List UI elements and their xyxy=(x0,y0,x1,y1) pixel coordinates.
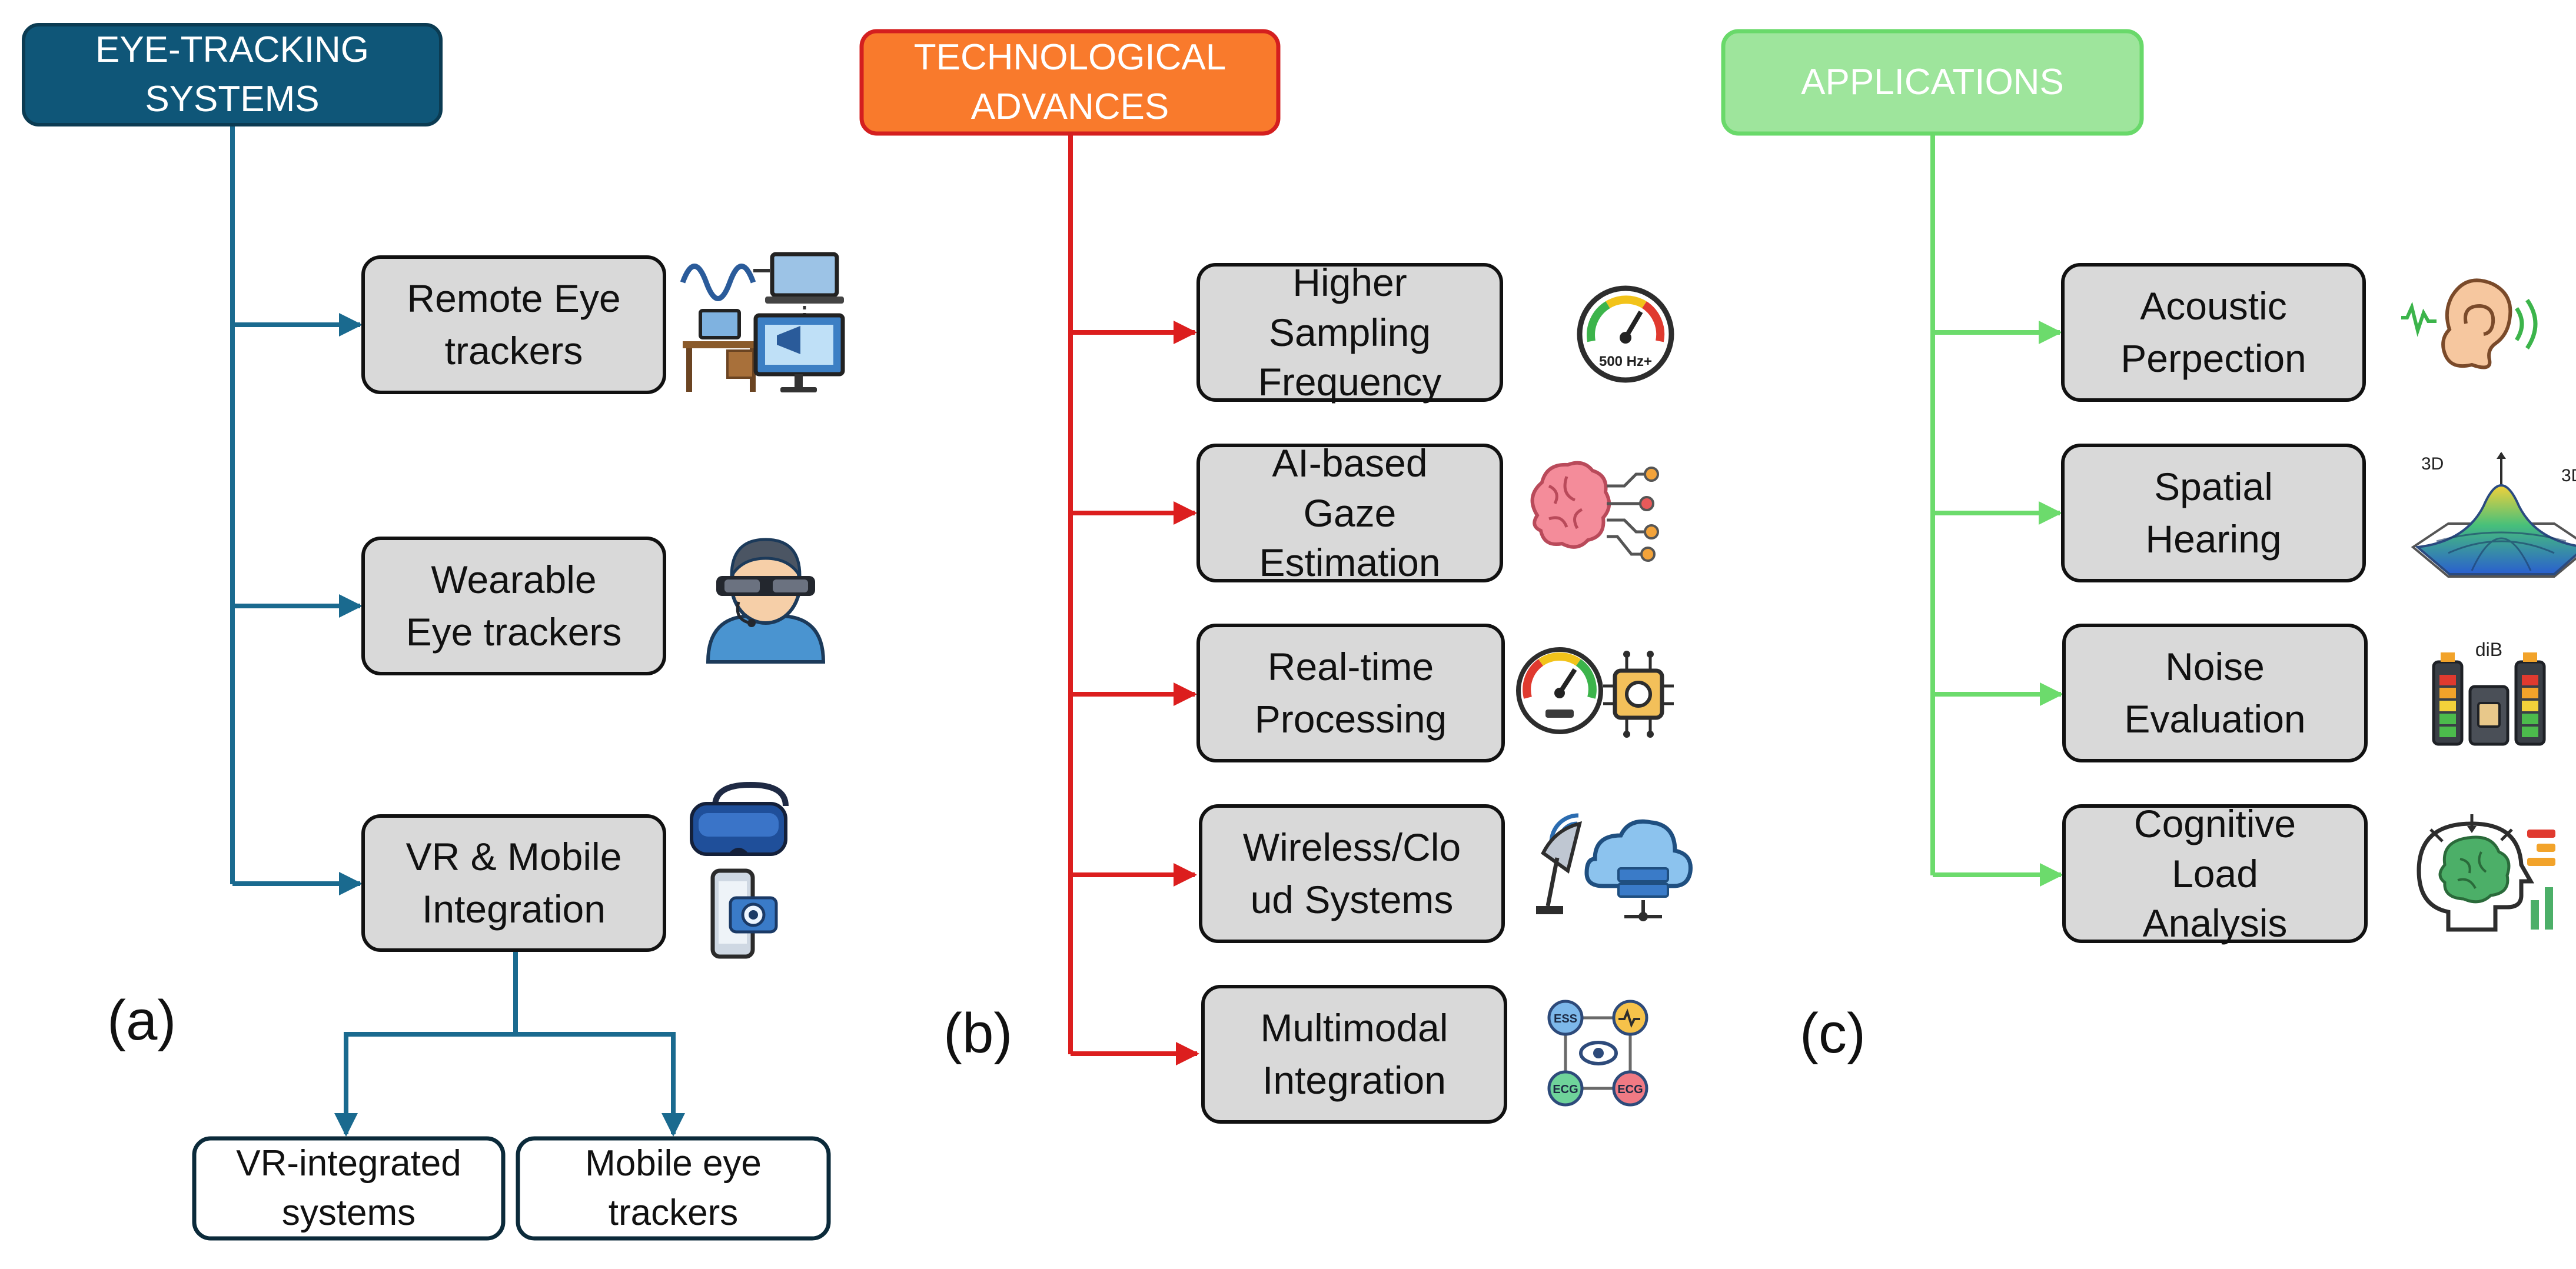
node-line: Acoustic xyxy=(2140,284,2287,328)
remote-eye-tracker-icon xyxy=(680,252,845,392)
vr-mobile-integration-label: VR & Mobile Integration xyxy=(363,816,664,950)
cognitive-load-label: Cognitive Load Analysis xyxy=(2064,802,2366,945)
wearable-eye-trackers-label: Wearable Eye trackers xyxy=(363,538,664,674)
node-line: Noise xyxy=(2165,644,2265,688)
header-tech-title: TECHNOLOGICAL ADVANCES xyxy=(862,31,1278,134)
node-line: trackers xyxy=(608,1193,739,1233)
acoustic-perception-box xyxy=(2061,263,2366,402)
node-line: Multimodal xyxy=(1260,1005,1448,1050)
vr-integrated-systems-label: VR-integrated systems xyxy=(194,1138,503,1238)
mobile-eye-trackers-box xyxy=(516,1136,831,1241)
satellite-cloud-icon xyxy=(1536,813,1693,921)
node-line: Wireless/Clo xyxy=(1242,825,1461,869)
node-line: Analysis xyxy=(2142,901,2288,945)
wearable-eye-tracker-icon xyxy=(706,538,826,664)
decibel-meter-icon: diB xyxy=(2432,639,2546,746)
wearable-eye-trackers-box xyxy=(361,537,666,675)
multimodal-label: Multimodal Integration xyxy=(1203,987,1505,1122)
header-apps-box xyxy=(1721,29,2144,136)
node-line: Frequency xyxy=(1258,360,1442,404)
wireless-cloud-box xyxy=(1199,804,1505,943)
header-apps-title: APPLICATIONS xyxy=(1723,31,2142,134)
noise-evaluation-label: Noise Evaluation xyxy=(2064,625,2366,761)
realtime-processing-box xyxy=(1196,624,1505,762)
header-line: SYSTEMS xyxy=(145,79,320,119)
wireless-cloud-label: Wireless/Clo ud Systems xyxy=(1201,806,1503,941)
ear-icon xyxy=(2401,278,2538,369)
multimodal-ecg-label-right: ECG xyxy=(1617,1083,1643,1096)
3d-surface-icon: 3D 3D xyxy=(2411,452,2576,578)
node-line: Gaze xyxy=(1303,491,1397,535)
vr-mobile-integration-box xyxy=(361,814,666,952)
node-line: Cognitive xyxy=(2133,802,2296,846)
panel-label-b: (b) xyxy=(943,1002,1013,1065)
apps-connectors xyxy=(1930,134,2063,887)
node-line: Higher xyxy=(1292,261,1407,305)
vr-integrated-systems-box xyxy=(192,1136,506,1241)
node-line: AI-based xyxy=(1272,441,1428,485)
node-line: Sampling xyxy=(1268,310,1431,354)
node-line: Wearable xyxy=(431,557,597,601)
3d-label-left: 3D xyxy=(2421,454,2444,474)
node-line: VR-integrated xyxy=(236,1143,461,1184)
multimodal-icon: ESS ECG ECG xyxy=(1547,1000,1648,1107)
header-line: APPLICATIONS xyxy=(1801,62,2064,103)
ai-brain-icon xyxy=(1530,461,1659,562)
node-line: trackers xyxy=(444,329,583,372)
spatial-hearing-label: Spatial Hearing xyxy=(2063,445,2364,581)
header-line: ADVANCES xyxy=(970,86,1169,127)
ai-gaze-label: AI-based Gaze Estimation xyxy=(1198,441,1501,584)
node-line: Evaluation xyxy=(2124,697,2306,741)
eye-tracking-connectors xyxy=(230,125,685,1137)
cognitive-load-box xyxy=(2062,804,2368,943)
header-line: EYE-TRACKING xyxy=(95,29,370,71)
node-line: Integration xyxy=(1262,1058,1446,1102)
multimodal-box xyxy=(1201,985,1507,1124)
spatial-hearing-box xyxy=(2061,444,2366,582)
node-line: Load xyxy=(2172,851,2258,895)
header-tech-box xyxy=(859,29,1281,136)
noise-evaluation-box xyxy=(2062,624,2368,762)
3d-label-right: 3D xyxy=(2561,466,2576,485)
multimodal-ess-label: ESS xyxy=(1554,1012,1577,1025)
higher-sampling-box xyxy=(1196,263,1503,402)
header-eye-tracking-box xyxy=(22,23,443,126)
node-line: ud Systems xyxy=(1250,878,1454,921)
acoustic-perception-label: Acoustic Perpection xyxy=(2063,265,2364,400)
cognitive-head-icon xyxy=(2417,814,2555,932)
panel-label-a: (a) xyxy=(107,989,177,1052)
header-eye-tracking-title: EYE-TRACKING SYSTEMS xyxy=(24,25,441,125)
node-line: Real-time xyxy=(1267,644,1434,688)
gauge-chip-icon xyxy=(1516,647,1674,738)
ai-gaze-box xyxy=(1196,444,1503,582)
node-line: Spatial xyxy=(2154,464,2273,508)
node-line: Remote Eye xyxy=(407,276,621,320)
speedometer-icon: 500 Hz+ xyxy=(1577,285,1674,383)
node-line: Estimation xyxy=(1259,541,1441,585)
realtime-processing-label: Real-time Processing xyxy=(1198,625,1503,761)
node-line: Perpection xyxy=(2120,337,2306,380)
node-line: Eye trackers xyxy=(405,610,622,654)
tech-connectors xyxy=(1068,134,1199,1065)
node-line: systems xyxy=(281,1193,416,1233)
panel-label-c: (c) xyxy=(1800,1002,1866,1065)
remote-eye-trackers-box xyxy=(361,255,666,394)
decibel-label: diB xyxy=(2475,639,2502,660)
remote-eye-trackers-label: Remote Eye trackers xyxy=(363,257,664,392)
multimodal-ecg-label-left: ECG xyxy=(1553,1083,1578,1096)
mobile-eye-trackers-label: Mobile eye trackers xyxy=(518,1138,829,1238)
higher-sampling-label: Higher Sampling Frequency xyxy=(1198,261,1501,404)
node-line: Hearing xyxy=(2145,517,2282,561)
vr-headset-mobile-icon xyxy=(690,781,789,959)
node-line: Mobile eye xyxy=(585,1143,762,1184)
node-line: Processing xyxy=(1254,697,1447,741)
header-line: TECHNOLOGICAL xyxy=(913,37,1226,78)
speedometer-label: 500 Hz+ xyxy=(1599,354,1652,369)
node-line: Integration xyxy=(422,887,606,931)
node-line: VR & Mobile xyxy=(405,834,622,878)
